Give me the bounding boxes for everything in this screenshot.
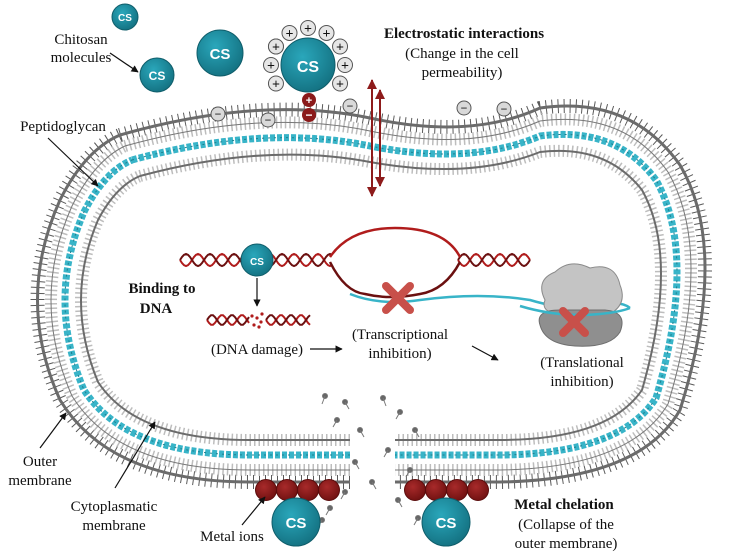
chitosan-label-line1: Chitosan	[54, 32, 108, 48]
metal-ion	[255, 479, 277, 501]
transcriptional-line1: (Transcriptional	[352, 327, 448, 343]
transcription-block-cross	[382, 282, 414, 314]
plus-charge-10	[267, 38, 284, 55]
plus-charge-3	[300, 20, 316, 36]
metal-ion	[297, 479, 319, 501]
dna-chitosan: CS	[240, 243, 274, 277]
metal-chelation-title: Metal chelation	[514, 497, 614, 513]
cell-envelope	[30, 98, 712, 489]
svg-text:CS: CS	[286, 515, 307, 532]
chitosan-metal-left: CS	[271, 497, 321, 547]
svg-text:CS: CS	[149, 69, 166, 83]
chitosan-arrow	[109, 52, 139, 73]
svg-text:+: +	[306, 95, 312, 107]
minus-charge-4	[456, 100, 472, 116]
positive-charges: ++++++++++	[263, 20, 353, 93]
chitosan-medium-1: CS	[139, 57, 175, 93]
ribosome	[519, 263, 631, 347]
cytoplasmatic-line1: Cytoplasmatic	[71, 499, 158, 515]
svg-text:CS: CS	[436, 515, 457, 532]
minus-charge-sign: −	[215, 107, 222, 121]
chitosan-large-1: CS	[196, 29, 244, 77]
metal-ions-left	[255, 479, 340, 501]
chitosan-label-line2: molecules	[51, 50, 112, 66]
cytoplasmatic-arrow	[114, 421, 156, 489]
arrow-transcription-to-translation	[471, 345, 499, 361]
binding-dna-line1: Binding to	[128, 281, 195, 297]
chitosan-metal-right: CS	[421, 497, 471, 547]
translation-block-cross	[559, 307, 589, 337]
negative-charge-pair: + −	[302, 93, 316, 122]
metal-chelation-sub-line2: outer membrane)	[515, 536, 618, 552]
plus-charge-sign: +	[272, 78, 280, 93]
plus-charge-sign: +	[286, 27, 294, 42]
metal-ion	[404, 479, 426, 501]
plus-charge-sign: +	[267, 59, 275, 74]
minus-charge-sign: −	[347, 99, 354, 113]
permeability-arrows	[367, 79, 385, 197]
dna-bubble-top	[328, 226, 462, 258]
translational-line1: (Translational	[540, 355, 624, 371]
damaged-dna	[206, 312, 311, 329]
chitosan-small-1: CS	[111, 3, 139, 31]
metal-ions-right	[404, 479, 489, 501]
plus-charge-8	[267, 75, 284, 92]
minus-charge-3	[342, 98, 358, 114]
metal-ion	[467, 479, 489, 501]
plus-charge-sign: +	[323, 27, 331, 42]
minus-charge-sign: −	[501, 102, 508, 116]
plus-charge-7	[332, 75, 349, 92]
metal-ion	[276, 479, 298, 501]
cytoplasmatic-line2: membrane	[82, 518, 146, 534]
plus-charge-sign: +	[272, 41, 280, 56]
metal-ion	[425, 479, 447, 501]
dna-bubble-bottom	[328, 261, 462, 299]
outer-membrane-arrow	[39, 412, 67, 449]
peptidoglycan-arrow	[47, 137, 99, 187]
svg-text:CS: CS	[118, 13, 132, 24]
svg-text:CS: CS	[250, 257, 264, 268]
membrane-disruption-lipids	[317, 393, 421, 528]
metal-ions-arrow	[241, 496, 266, 526]
minus-charge-sign: −	[265, 113, 272, 127]
metal-ions-label: Metal ions	[200, 529, 264, 545]
plus-charge-2	[281, 24, 298, 41]
translational-line2: inhibition)	[550, 374, 613, 390]
svg-text:−: −	[305, 108, 312, 122]
dna-damage-label: (DNA damage)	[211, 342, 303, 358]
svg-text:CS: CS	[297, 59, 320, 76]
svg-text:CS: CS	[210, 46, 231, 63]
surface-negative-charges: − − − − −	[210, 98, 512, 128]
electrostatic-sub-line2: permeability)	[422, 65, 503, 81]
outer-membrane-line1: Outer	[23, 454, 57, 470]
outer-membrane-line2: membrane	[8, 473, 72, 489]
plus-charge-5	[332, 38, 349, 55]
transcriptional-line2: inhibition)	[368, 346, 431, 362]
electrostatic-title: Electrostatic interactions	[384, 26, 544, 42]
minus-charge-5	[496, 101, 512, 117]
plus-charge-9	[263, 57, 279, 73]
plus-charge-sign: +	[336, 41, 344, 56]
plus-charge-6	[337, 57, 353, 73]
electrostatic-sub-line1: (Change in the cell	[405, 46, 519, 62]
outer-membrane	[36, 104, 707, 484]
peptidoglycan-label: Peptidoglycan	[20, 119, 106, 135]
binding-dna-line2: DNA	[140, 301, 173, 317]
metal-chelation-sub-line1: (Collapse of the	[518, 517, 614, 533]
charged-chitosan-complex: CS + + + + + + + + + + + −	[263, 20, 353, 122]
plus-charge-sign: +	[304, 22, 312, 37]
minus-charge-1	[210, 106, 226, 122]
plus-charge-sign: +	[336, 78, 344, 93]
minus-charge-2	[260, 112, 276, 128]
metal-ion	[318, 479, 340, 501]
plus-charge-sign: +	[341, 59, 349, 74]
minus-charge-sign: −	[461, 101, 468, 115]
plus-charge-4	[318, 24, 335, 41]
metal-ion	[446, 479, 468, 501]
